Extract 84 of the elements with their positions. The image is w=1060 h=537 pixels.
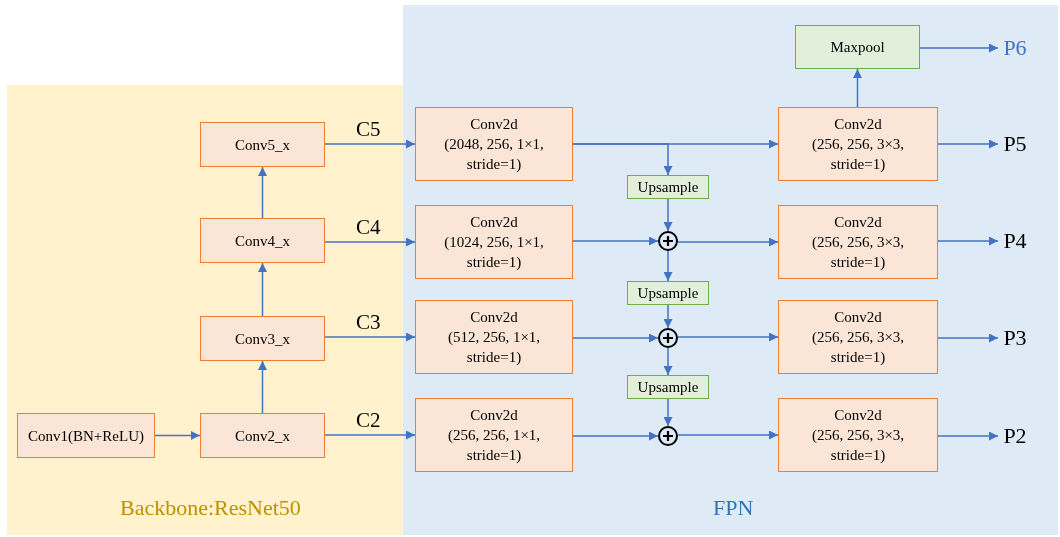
layer-name: Upsample (637, 178, 699, 196)
arrow (937, 236, 999, 246)
layer-box (778, 300, 938, 374)
arrow (663, 347, 673, 376)
layer-params: (256, 256, 3×3, stride=1) (810, 233, 906, 272)
layer-box (200, 122, 325, 167)
layer-box (415, 205, 573, 279)
arrow (324, 237, 416, 247)
arrow (937, 139, 999, 149)
operation-box (627, 281, 709, 305)
arrow (677, 237, 779, 247)
layer-params: (256, 256, 3×3, stride=1) (810, 328, 906, 367)
arrow (663, 250, 673, 282)
operation-box (795, 25, 920, 69)
output-label: P5 (998, 129, 1032, 159)
panel-title: Backbone:ResNet50 (120, 495, 301, 521)
arrow (572, 431, 659, 441)
arrow (324, 332, 416, 342)
edge-label: C3 (356, 311, 381, 333)
edge-label: C2 (356, 409, 381, 431)
layer-box (200, 316, 325, 361)
edge-label: C5 (356, 118, 381, 140)
arrow (258, 166, 267, 219)
layer-name: Conv4_x (235, 231, 290, 251)
layer-name: Conv2d (470, 115, 518, 134)
layer-name: Conv2_x (235, 426, 290, 446)
layer-box (415, 107, 573, 181)
layer-name: Conv2d (470, 213, 518, 232)
layer-name: Upsample (637, 378, 699, 396)
arrow (324, 139, 416, 149)
arrow (937, 431, 999, 441)
arrow (663, 304, 673, 329)
layer-name: Upsample (637, 284, 699, 302)
panel-title: FPN (713, 495, 754, 521)
layer-params: (512, 256, 1×1, stride=1) (446, 328, 542, 367)
output-label: P6 (998, 33, 1032, 63)
layer-box (778, 398, 938, 472)
layer-params: (256, 256, 3×3, stride=1) (810, 426, 906, 465)
output-label: P2 (998, 421, 1032, 451)
layer-box (200, 413, 325, 458)
layer-box (17, 413, 155, 458)
layer-params: (1024, 256, 1×1, stride=1) (443, 233, 545, 272)
layer-name: Conv1(BN+ReLU) (28, 426, 144, 446)
arrow (258, 360, 267, 414)
layer-name: Conv2d (834, 213, 882, 232)
layer-params: (256, 256, 3×3, stride=1) (810, 135, 906, 174)
sum-node (658, 231, 678, 251)
sum-node (658, 426, 678, 446)
layer-params: (2048, 256, 1×1, stride=1) (443, 135, 545, 174)
group-panel (403, 5, 1058, 535)
layer-name: Conv3_x (235, 329, 290, 349)
arrow (154, 431, 201, 440)
layer-box (778, 205, 938, 279)
arrow (258, 262, 267, 317)
layer-box (200, 218, 325, 263)
group-panel (7, 85, 403, 535)
sum-node (658, 328, 678, 348)
arrow (663, 398, 673, 427)
layer-name: Conv2d (834, 406, 882, 425)
layer-box (778, 107, 938, 181)
arrow (572, 333, 659, 343)
arrow (677, 332, 779, 342)
layer-name: Conv2d (470, 308, 518, 327)
layer-box (415, 300, 573, 374)
arrow (937, 333, 999, 343)
layer-name: Conv2d (834, 115, 882, 134)
arrow (572, 143, 673, 176)
arrow (663, 198, 673, 232)
arrow (324, 430, 416, 440)
layer-box (415, 398, 573, 472)
output-label: P4 (998, 226, 1032, 256)
arrow (853, 68, 862, 108)
layer-params: (256, 256, 1×1, stride=1) (446, 426, 542, 465)
operation-box (627, 175, 709, 199)
edge-label: C4 (356, 216, 381, 238)
arrow (572, 236, 659, 246)
layer-name: Maxpool (830, 38, 885, 56)
arrow (919, 43, 999, 53)
layer-name: Conv2d (834, 308, 882, 327)
layer-name: Conv5_x (235, 135, 290, 155)
operation-box (627, 375, 709, 399)
output-label: P3 (998, 323, 1032, 353)
layer-name: Conv2d (470, 406, 518, 425)
arrow (677, 430, 779, 440)
